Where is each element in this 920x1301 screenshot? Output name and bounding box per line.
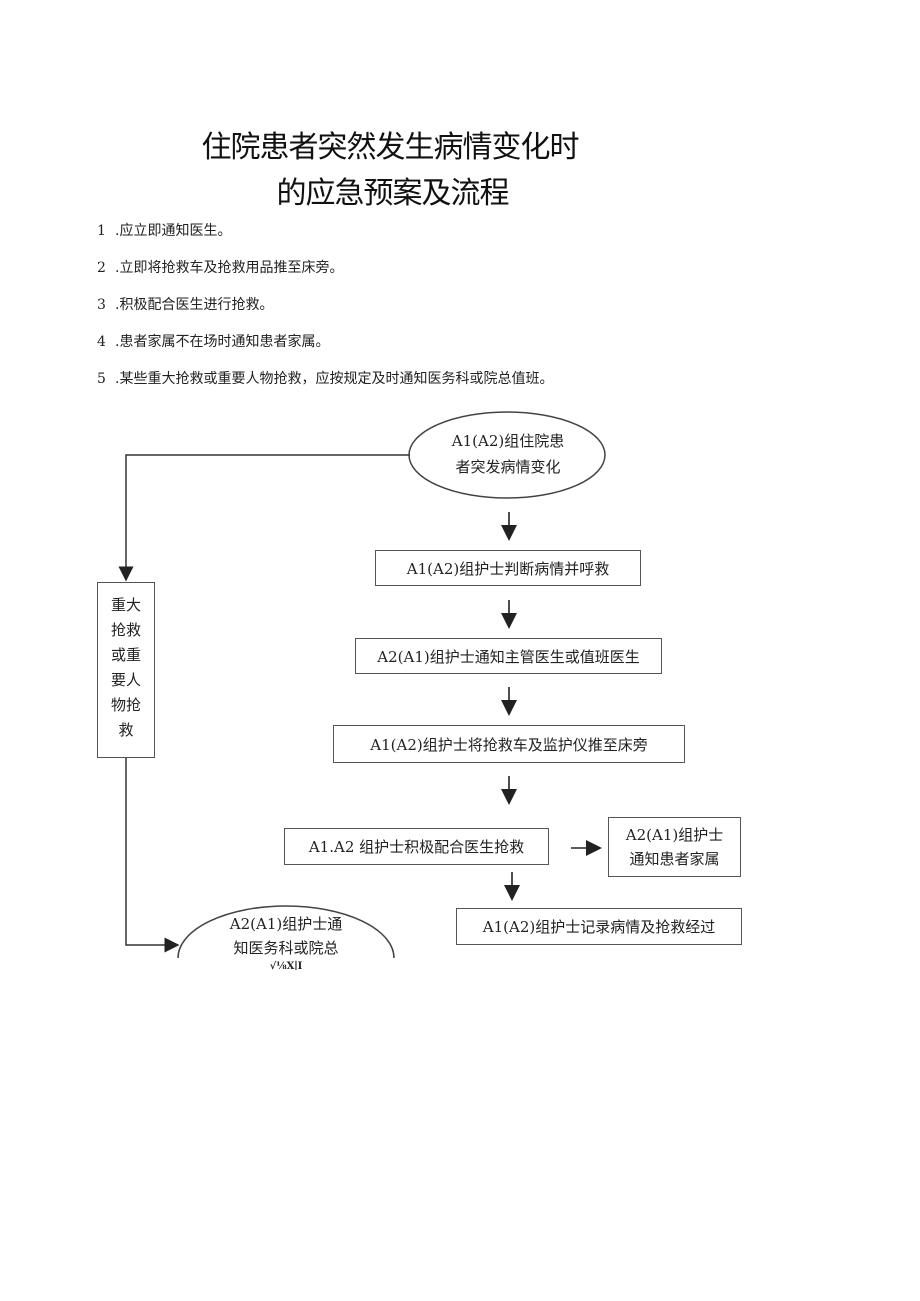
- connector-side-to-end: [125, 758, 180, 953]
- step-item-4: 4 .患者家属不在场时通知患者家属。: [97, 331, 329, 351]
- end-ellipse: [177, 905, 395, 959]
- end-label: A2(A1)组护士通 知医务科或院总 √⅛X∣I: [196, 912, 376, 974]
- end-label-line-3: √⅛X∣I: [269, 961, 303, 972]
- step-text: .积极配合医生进行抢救。: [115, 297, 274, 313]
- flow-box-notify-doctor: A2(A1)组护士通知主管医生或值班医生: [355, 638, 662, 674]
- step-number: 4: [97, 334, 106, 350]
- page-title-line-2: 的应急预案及流程: [276, 176, 510, 211]
- side-box-major-rescue: 重大 抢救 或重 要人 物抢 救: [97, 582, 155, 758]
- step-text: .患者家属不在场时通知患者家属。: [115, 334, 330, 350]
- start-label-line-2: 者突发病情变化: [455, 458, 561, 476]
- flow-box-assist-rescue: A1.A2 组护士积极配合医生抢救: [284, 828, 549, 865]
- step-item-5: 5 .某些重大抢救或重要人物抢救，应按规定及时通知医务科或院总值班。: [97, 368, 553, 388]
- flow-box-push-cart: A1(A2)组护士将抢救车及监护仪推至床旁: [333, 725, 685, 763]
- step-number: 2: [97, 260, 106, 276]
- step-number: 1: [97, 223, 106, 239]
- step-item-3: 3 .积极配合医生进行抢救。: [97, 294, 273, 314]
- notify-family-line-2: 通知患者家属: [629, 850, 720, 868]
- step-number: 5: [97, 371, 106, 387]
- page-title-line-1: 住院患者突然发生病情变化时: [201, 130, 580, 165]
- end-label-line-2: 知医务科或院总: [233, 939, 339, 957]
- step-item-2: 2 .立即将抢救车及抢救用品推至床旁。: [97, 257, 343, 277]
- start-label: A1(A2)组住院患 者突发病情变化: [420, 428, 596, 480]
- step-text: .应立即通知医生。: [115, 223, 232, 239]
- step-number: 3: [97, 297, 106, 313]
- flow-box-judge: A1(A2)组护士判断病情并呼救: [375, 550, 641, 586]
- step-item-1: 1 .应立即通知医生。: [97, 220, 231, 240]
- connector-start-to-side: [118, 454, 410, 582]
- flow-box-record: A1(A2)组护士记录病情及抢救经过: [456, 908, 742, 945]
- step-text: .立即将抢救车及抢救用品推至床旁。: [115, 260, 344, 276]
- notify-family-line-1: A2(A1)组护士: [625, 826, 724, 844]
- end-label-line-1: A2(A1)组护士通: [229, 915, 343, 933]
- side-box-label: 重大 抢救 或重 要人 物抢 救: [110, 596, 141, 739]
- step-text: .某些重大抢救或重要人物抢救，应按规定及时通知医务科或院总值班。: [115, 371, 554, 387]
- start-label-line-1: A1(A2)组住院患: [451, 432, 565, 450]
- flow-box-notify-family: A2(A1)组护士 通知患者家属: [608, 817, 741, 877]
